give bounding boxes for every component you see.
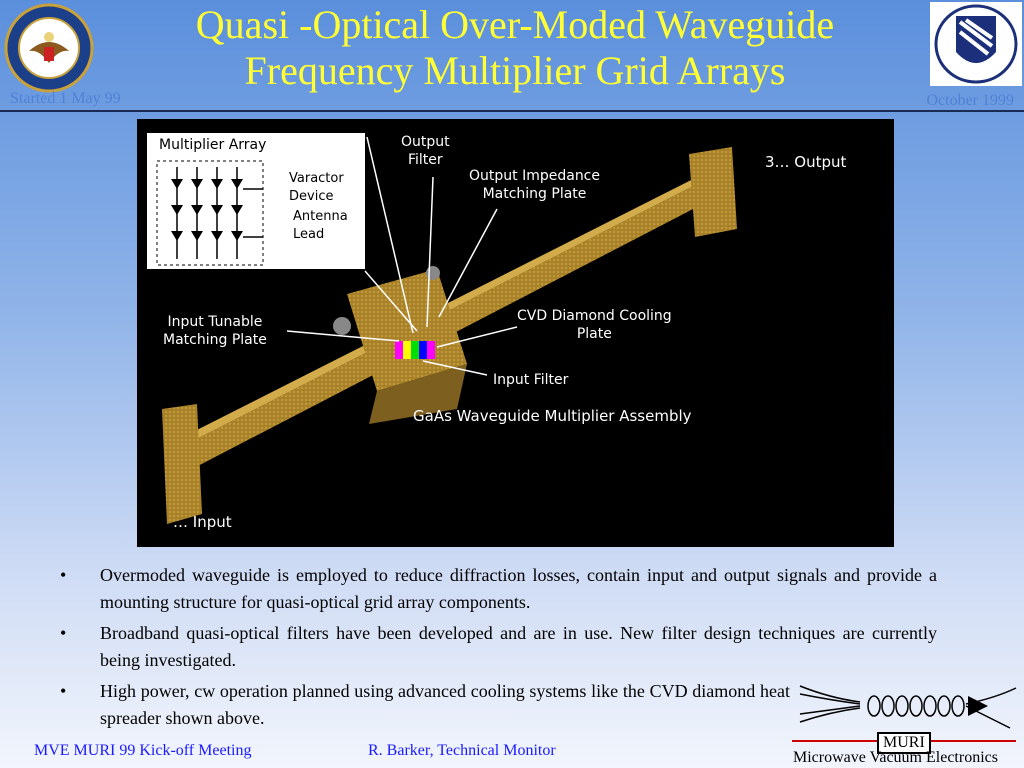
helix-tube-icon [799,685,1017,729]
inset-device: Device [289,189,334,204]
bullet-item: •Broadband quasi-optical filters have be… [60,620,937,674]
output-port-label: 3… Output [765,153,847,171]
grid-array-icon [156,160,264,266]
input-tunable-label: Input Tunable Matching Plate [163,314,267,348]
inset-antenna: Antenna [293,209,348,224]
output-filter-label: Output Filter [401,134,450,168]
header-divider [0,110,1024,112]
bullet-symbol: • [60,623,67,643]
waveguide-diagram: Multiplier Array Varactor Device Antenna… [137,119,894,547]
bullet-symbol: • [60,565,67,585]
title-line-1: Quasi -Optical Over-Moded Waveguide [195,2,835,47]
muri-text: Microwave Vacuum Electronics [793,749,998,766]
footer-monitor: R. Barker, Technical Monitor [368,742,556,759]
output-impedance-label: Output Impedance Matching Plate [469,168,600,202]
bullet-symbol: • [60,681,67,701]
input-port-label: … Input [173,513,232,531]
inset-varactor: Varactor [289,171,344,186]
multiplier-array-inset: Multiplier Array Varactor Device Antenna… [147,133,365,269]
bullet-item: •High power, cw operation planned using … [60,678,790,732]
cvd-diamond-label: CVD Diamond Cooling Plate [517,308,672,342]
inset-title: Multiplier Array [159,137,267,153]
afosr-logo-icon [930,2,1022,86]
bullet-item: •Overmoded waveguide is employed to redu… [60,562,937,616]
presentation-date: October 1999 [926,92,1014,109]
muri-logo: MURI Microwave Vacuum Electronics [790,678,1020,768]
title-line-2: Frequency Multiplier Grid Arrays [244,48,786,93]
assembly-label: GaAs Waveguide Multiplier Assembly [413,407,692,425]
input-filter-label: Input Filter [493,372,569,388]
dod-seal-icon [4,3,94,93]
footer-meeting: MVE MURI 99 Kick-off Meeting [34,742,252,759]
start-date: Started 1 May 99 [10,90,121,107]
slide-title: Quasi -Optical Over-Moded Waveguide Freq… [120,2,910,94]
inset-lead: Lead [293,227,325,242]
waveguide-illustration [162,136,737,524]
bullet-list: •Overmoded waveguide is employed to redu… [60,562,937,736]
muri-box: MURI [877,732,931,754]
